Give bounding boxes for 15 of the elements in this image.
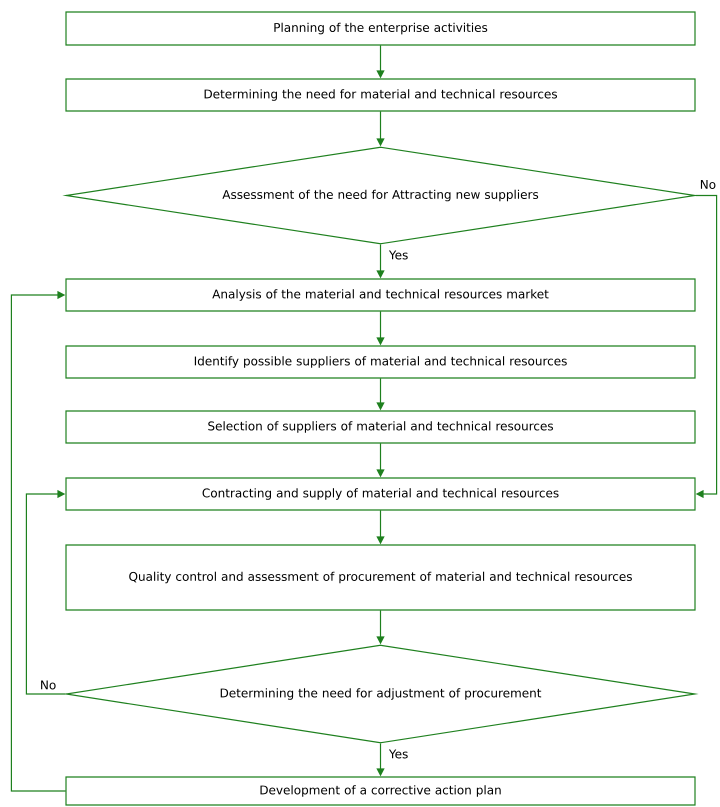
arrow xyxy=(10,290,66,792)
edge-label: No xyxy=(700,180,716,189)
edge-label: Yes xyxy=(388,750,408,758)
edge-label: Yes xyxy=(388,250,408,260)
process-box: Development of a corrective action plan xyxy=(65,776,696,806)
process-box: Analysis of the material and technical resources market xyxy=(65,278,696,312)
process-box: Contracting and supply of material and technical resources xyxy=(65,477,696,511)
process-box: Determining the need for material and technical resources xyxy=(65,78,696,112)
arrow xyxy=(26,490,66,695)
process-box: Quality control and assessment of procurement of material and technical resources xyxy=(65,544,696,611)
edge-label: No xyxy=(41,680,56,690)
process-box: Identify possible suppliers of material and technical resources xyxy=(65,345,696,379)
arrow xyxy=(696,194,718,498)
process-box: Planning of the enterprise activities xyxy=(65,11,696,46)
process-box: Selection of suppliers of material and technical resources xyxy=(65,410,696,444)
